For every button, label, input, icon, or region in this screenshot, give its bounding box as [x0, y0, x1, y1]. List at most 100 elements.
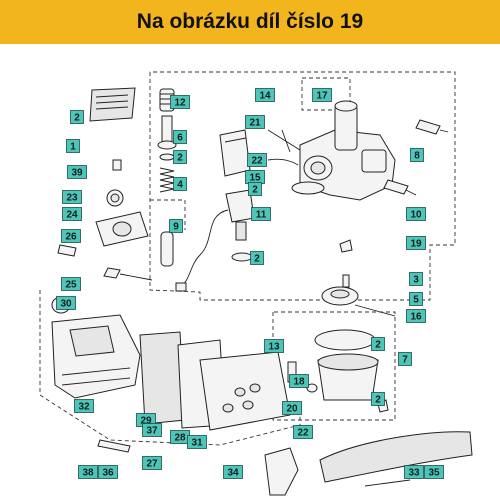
callout-label: 10 — [410, 210, 422, 221]
callout-label: 35 — [428, 468, 440, 479]
callout-box — [245, 115, 265, 129]
callout-box — [67, 165, 87, 179]
callout-box — [142, 423, 162, 437]
callout-label: 5 — [413, 295, 419, 306]
callout-22: 22 — [293, 425, 313, 439]
callout-box — [424, 465, 444, 479]
callout-3: 3 — [409, 272, 423, 286]
callout-box — [62, 190, 82, 204]
callout-box — [398, 352, 412, 366]
callout-label: 20 — [286, 404, 298, 415]
callout-label: 7 — [402, 355, 408, 366]
intake-manifold-parts — [57, 159, 153, 281]
callout-label: 32 — [78, 402, 90, 413]
callout-label: 24 — [66, 210, 78, 221]
callout-box — [70, 110, 84, 124]
callout-28: 28 — [170, 430, 190, 444]
callout-box — [293, 425, 313, 439]
callout-box — [173, 150, 187, 164]
callout-box — [409, 292, 423, 306]
callout-39: 39 — [67, 165, 87, 179]
callout-box — [409, 272, 423, 286]
callout-box — [410, 148, 424, 162]
carburetor-group-outline — [149, 71, 456, 301]
callout-box — [406, 236, 426, 250]
callout-box — [66, 139, 80, 153]
callout-label: 29 — [140, 416, 152, 427]
callout-label: 18 — [293, 377, 305, 388]
callout-10: 10 — [406, 207, 426, 221]
page-title: Na obrázku díl číslo 19 — [136, 10, 364, 33]
callout-15: 15 — [245, 170, 265, 184]
callout-label: 19 — [410, 239, 422, 250]
callout-box — [264, 339, 284, 353]
callout-box — [74, 399, 94, 413]
callout-box — [142, 456, 162, 470]
callout-box — [371, 337, 385, 351]
callout-label: 2 — [252, 185, 258, 196]
air-filter — [139, 331, 291, 431]
callout-2: 2 — [70, 110, 84, 124]
callout-box — [250, 251, 264, 265]
callout-box — [62, 207, 82, 221]
callout-12: 12 — [170, 95, 190, 109]
callout-8: 8 — [410, 148, 424, 162]
callout-16: 16 — [406, 309, 426, 323]
callout-label: 31 — [191, 438, 203, 449]
electric-choke — [175, 189, 255, 292]
callout-box — [312, 88, 332, 102]
carburetor-body — [267, 89, 396, 201]
callout-14: 14 — [255, 88, 275, 102]
callout-box — [406, 207, 426, 221]
callout-label: 37 — [146, 426, 158, 437]
callout-2: 2 — [173, 150, 187, 164]
callout-box — [248, 182, 262, 196]
callout-box — [169, 219, 183, 233]
callout-17: 17 — [312, 88, 332, 102]
callout-1: 1 — [66, 139, 80, 153]
callout-label: 2 — [375, 395, 381, 406]
callout-37: 37 — [142, 423, 162, 437]
callout-label: 9 — [173, 222, 179, 233]
callout-27: 27 — [142, 456, 162, 470]
callout-label: 8 — [414, 151, 420, 162]
callout-label: 38 — [82, 468, 94, 479]
callout-label: 36 — [102, 468, 114, 479]
float-bowl — [287, 329, 389, 413]
callout-6: 6 — [173, 130, 187, 144]
callout-2: 2 — [248, 182, 262, 196]
callout-7: 7 — [398, 352, 412, 366]
callout-box — [61, 229, 81, 243]
callout-36: 36 — [98, 465, 118, 479]
callout-label: 11 — [256, 210, 267, 221]
callout-box — [406, 309, 426, 323]
lower-hardware — [97, 431, 473, 496]
callout-box — [282, 401, 302, 415]
callout-9: 9 — [169, 219, 183, 233]
callout-24: 24 — [62, 207, 82, 221]
callout-23: 23 — [62, 190, 82, 204]
callout-25: 25 — [61, 277, 81, 291]
callout-label: 21 — [249, 118, 261, 129]
callout-33: 33 — [404, 465, 424, 479]
callout-label: 4 — [177, 180, 183, 191]
callout-18: 18 — [289, 374, 309, 388]
callout-35: 35 — [424, 465, 444, 479]
callout-label: 26 — [65, 232, 77, 243]
callout-label: 33 — [408, 468, 420, 479]
callout-label: 27 — [146, 459, 158, 470]
callout-label: 39 — [71, 168, 83, 179]
callout-20: 20 — [282, 401, 302, 415]
callout-label: 6 — [177, 133, 183, 144]
callout-box — [251, 207, 271, 221]
callout-label: 14 — [259, 91, 271, 102]
callout-box — [78, 465, 98, 479]
adjustment-screws — [339, 119, 449, 253]
callout-box — [247, 153, 267, 167]
airbox-housing — [51, 296, 141, 399]
callout-32: 32 — [74, 399, 94, 413]
callout-label: 16 — [410, 312, 422, 323]
callout-34: 34 — [223, 465, 243, 479]
callout-11: 11 — [251, 207, 271, 221]
callout-box — [170, 95, 190, 109]
